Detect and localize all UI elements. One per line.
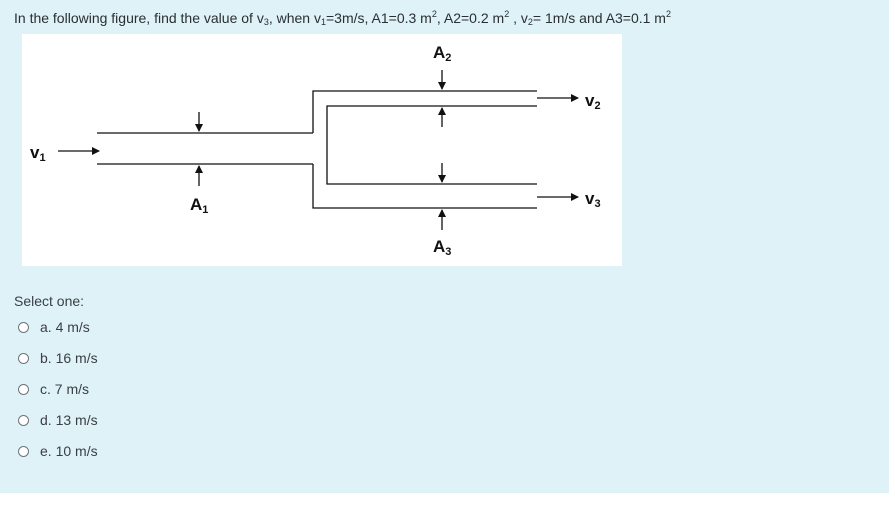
question-superscript: 2 [504, 9, 510, 19]
question-text-part: , when v [268, 10, 321, 26]
radio-button[interactable] [18, 352, 29, 364]
v3-label: v3 [585, 189, 601, 210]
radio-button[interactable] [18, 445, 29, 457]
question-panel: In the following figure, find the value … [0, 0, 889, 493]
radio-button[interactable] [18, 414, 29, 426]
answer-option-e[interactable]: e. 10 m/s [18, 441, 98, 461]
answer-option-label[interactable]: d. 13 m/s [40, 412, 98, 428]
question-subscript: 1 [320, 17, 326, 27]
answer-option-b[interactable]: b. 16 m/s [18, 348, 98, 368]
select-one-label: Select one: [14, 293, 85, 309]
a3-label: A3 [433, 237, 451, 258]
answer-option-d[interactable]: d. 13 m/s [18, 410, 98, 430]
answer-option-label[interactable]: a. 4 m/s [40, 319, 90, 335]
question-text: In the following figure, find the value … [14, 9, 671, 27]
pipe-flow-figure: v1 v2 v3 A1 A2 A3 [22, 34, 622, 266]
branch-divider-wall [326, 105, 537, 185]
answer-option-c[interactable]: c. 7 m/s [18, 379, 89, 399]
question-subscript: 3 [263, 17, 269, 27]
question-text-part: =3m/s, A1=0.3 m [326, 10, 432, 26]
radio-button[interactable] [18, 321, 29, 333]
question-text-part: In the following figure, find the value … [14, 10, 264, 26]
question-superscript: 2 [431, 9, 437, 19]
question-superscript: 2 [665, 9, 671, 19]
answer-option-a[interactable]: a. 4 m/s [18, 317, 90, 337]
a2-label: A2 [433, 43, 451, 64]
question-text-part: = 1m/s and A3=0.1 m [532, 10, 666, 26]
lower-branch-outer-wall [312, 164, 537, 209]
radio-button[interactable] [18, 383, 29, 395]
question-subscript: 2 [527, 17, 533, 27]
upper-branch-outer-wall [312, 90, 537, 133]
answer-option-label[interactable]: e. 10 m/s [40, 443, 98, 459]
answer-option-label[interactable]: c. 7 m/s [40, 381, 90, 397]
a1-label: A1 [190, 195, 208, 216]
answer-option-label[interactable]: b. 16 m/s [40, 350, 98, 366]
pipe-diagram: v1 v2 v3 A1 A2 A3 [30, 43, 601, 258]
question-text-part: , v [509, 10, 528, 26]
question-text-part: , A2=0.2 m [436, 10, 505, 26]
v1-label: v1 [30, 143, 46, 164]
v2-label: v2 [585, 91, 601, 112]
